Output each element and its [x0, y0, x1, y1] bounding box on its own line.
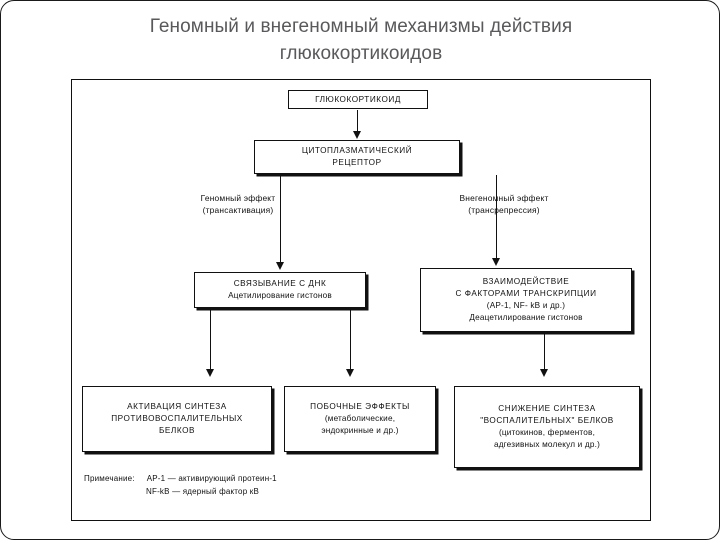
node-transcription-factors-line-1: ВЗАИМОДЕЙСТВИЕ	[482, 277, 570, 286]
branch-label-nongenomic-line-2: (трансрепрессия)	[468, 205, 540, 215]
diagram-frame: ГЛЮКОКОРТИКОИД ЦИТОПЛАЗМАТИЧЕСКИЙ РЕЦЕПТ…	[71, 79, 651, 521]
branch-label-nongenomic-line-1: Внегеномный эффект	[459, 193, 549, 203]
page-title: Геномный и внегеномный механизмы действи…	[61, 13, 661, 67]
page-title-line-1: Геномный и внегеномный механизмы действи…	[149, 16, 573, 37]
branch-label-genomic: Геномный эффект (трансактивация)	[168, 192, 308, 216]
arrowhead-dna-to-side	[345, 369, 354, 377]
node-dna-binding: СВЯЗЫВАНИЕ С ДНК Ацетилирование гистонов	[194, 272, 366, 308]
arrowhead-gluco-to-receptor	[352, 131, 361, 139]
node-cytoplasmic-receptor-line-2: РЕЦЕПТОР	[332, 158, 382, 167]
node-cytoplasmic-receptor: ЦИТОПЛАЗМАТИЧЕСКИЙ РЕЦЕПТОР	[254, 140, 460, 174]
diagram-footnote: Примечание: АР-1 — активирующий протеин-1…	[84, 472, 277, 498]
arrowhead-receptor-to-dna	[275, 262, 284, 270]
node-reduced-inflammatory-proteins: СНИЖЕНИЕ СИНТЕЗА "ВОСПАЛИТЕЛЬНЫХ" БЕЛКОВ…	[454, 386, 640, 468]
footnote-line-2: NF-kB — ядерный фактор кВ	[146, 487, 260, 496]
node-side-effects-line-2: (метаболические,	[324, 414, 396, 423]
node-dna-binding-line-2: Ацетилирование гистонов	[228, 291, 332, 300]
node-dna-binding-line-1: СВЯЗЫВАНИЕ С ДНК	[233, 279, 327, 288]
connector-dna-to-side	[350, 309, 351, 371]
arrowhead-dna-to-anti	[205, 369, 214, 377]
node-reduced-inflammatory-proteins-line-2: "ВОСПАЛИТЕЛЬНЫХ" БЕЛКОВ	[480, 416, 614, 425]
node-transcription-factors-line-2: С ФАКТОРАМИ ТРАНСКРИПЦИИ	[455, 289, 597, 298]
node-glucocorticoid: ГЛЮКОКОРТИКОИД	[288, 90, 428, 109]
node-transcription-factors: ВЗАИМОДЕЙСТВИЕ С ФАКТОРАМИ ТРАНСКРИПЦИИ …	[420, 268, 632, 332]
node-side-effects-line-1: ПОБОЧНЫЕ ЭФФЕКТЫ	[310, 402, 410, 411]
node-anti-inflammatory-proteins-line-2: ПРОТИВОВОСПАЛИТЕЛЬНЫХ	[111, 414, 243, 423]
node-reduced-inflammatory-proteins-line-3: (цитокинов, ферментов,	[498, 428, 596, 437]
node-glucocorticoid-label: ГЛЮКОКОРТИКОИД	[315, 94, 401, 104]
footnote-line-1: АР-1 — активирующий протеин-1	[146, 474, 277, 483]
arrowhead-tf-to-reduce	[539, 369, 548, 377]
node-reduced-inflammatory-proteins-line-4: адгезивных молекул и др.)	[493, 440, 601, 449]
arrowhead-receptor-to-tf	[491, 258, 500, 266]
node-cytoplasmic-receptor-line-1: ЦИТОПЛАЗМАТИЧЕСКИЙ	[301, 146, 413, 155]
connector-dna-to-anti	[210, 309, 211, 371]
connector-receptor-to-tf	[496, 175, 497, 261]
branch-label-genomic-line-1: Геномный эффект	[200, 193, 276, 203]
node-side-effects-line-3: эндокринные и др.)	[321, 426, 399, 435]
connector-receptor-to-dna	[280, 175, 281, 265]
connector-tf-to-reduce	[544, 333, 545, 371]
branch-label-genomic-line-2: (трансактивация)	[202, 205, 274, 215]
node-anti-inflammatory-proteins-line-3: БЕЛКОВ	[158, 426, 195, 435]
branch-label-nongenomic: Внегеномный эффект (трансрепрессия)	[424, 192, 584, 216]
footnote-label: Примечание:	[84, 474, 135, 483]
node-side-effects: ПОБОЧНЫЕ ЭФФЕКТЫ (метаболические, эндокр…	[284, 386, 436, 452]
node-anti-inflammatory-proteins-line-1: АКТИВАЦИЯ СИНТЕЗА	[127, 402, 227, 411]
connector-gluco-to-receptor	[357, 110, 358, 132]
page-title-line-2: глюкокортикоидов	[279, 43, 443, 64]
node-anti-inflammatory-proteins: АКТИВАЦИЯ СИНТЕЗА ПРОТИВОВОСПАЛИТЕЛЬНЫХ …	[82, 386, 272, 452]
node-reduced-inflammatory-proteins-line-1: СНИЖЕНИЕ СИНТЕЗА	[498, 404, 596, 413]
node-transcription-factors-line-4: Деацетилирование гистонов	[469, 313, 583, 322]
node-transcription-factors-line-3: (АР-1, NF- kB и др.)	[486, 301, 566, 310]
